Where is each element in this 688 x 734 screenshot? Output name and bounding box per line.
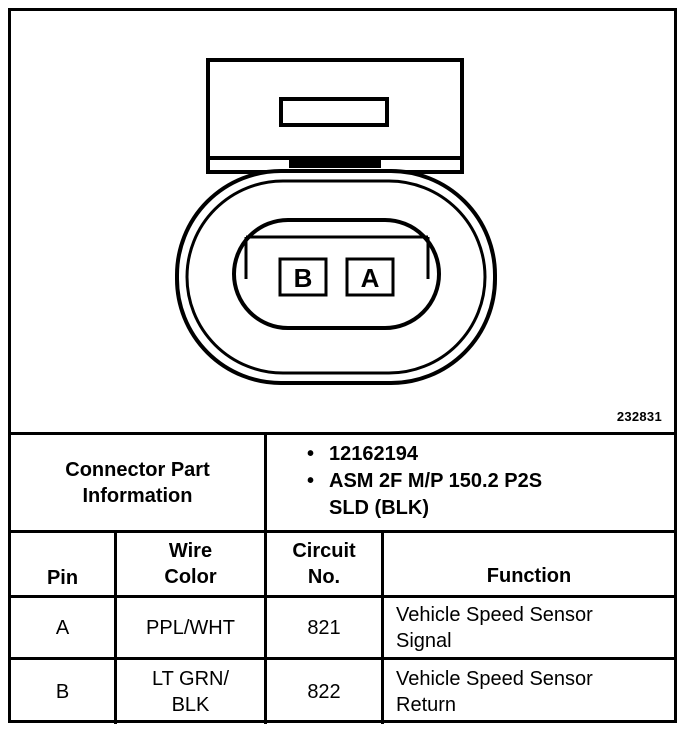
row-a-wire-color: PPL/WHT: [146, 616, 235, 639]
divider: [264, 432, 267, 724]
divider: [11, 595, 674, 598]
header-wire-color: Wire Color: [164, 540, 217, 588]
pin-a-box: [345, 257, 395, 297]
part-info-item: •12162194: [307, 443, 418, 465]
connector-latch-slot: [279, 97, 389, 127]
divider: [11, 657, 674, 660]
connector-cavity: [232, 218, 441, 330]
row-b-wire-color: LT GRN/ BLK: [151, 668, 230, 716]
pin-a-label: A: [361, 263, 380, 293]
part-info-item: •ASM 2F M/P 150.2 P2S: [307, 470, 543, 492]
divider: [114, 530, 117, 724]
connector-part-info-list: •12162194 •ASM 2F M/P 150.2 P2S SLD (BLK…: [307, 441, 542, 522]
diagram-frame: B A 232831 Connector Part Information •1…: [8, 8, 677, 724]
divider: [11, 432, 674, 435]
header-function: Function: [486, 565, 572, 587]
row-b-pin: B: [55, 681, 70, 703]
pin-b-label: B: [294, 263, 313, 293]
connector-drawing: B A: [175, 58, 497, 385]
header-pin: Pin: [46, 567, 79, 589]
figure-id: 232831: [616, 409, 662, 424]
row-b-function: Vehicle Speed Sensor Return: [396, 668, 593, 716]
connector-part-info-label: Connector Part Information: [65, 458, 210, 507]
pin-b-box: [278, 257, 328, 297]
header-circuit-no: Circuit No.: [292, 540, 356, 588]
divider: [381, 530, 384, 724]
row-a-function: Vehicle Speed Sensor Signal: [396, 603, 593, 652]
divider: [11, 530, 674, 533]
row-b-circuit: 822: [307, 681, 341, 703]
part-info-item: SLD (BLK): [329, 497, 429, 519]
row-a-circuit: 821: [307, 616, 341, 639]
row-a-pin: A: [55, 616, 70, 639]
